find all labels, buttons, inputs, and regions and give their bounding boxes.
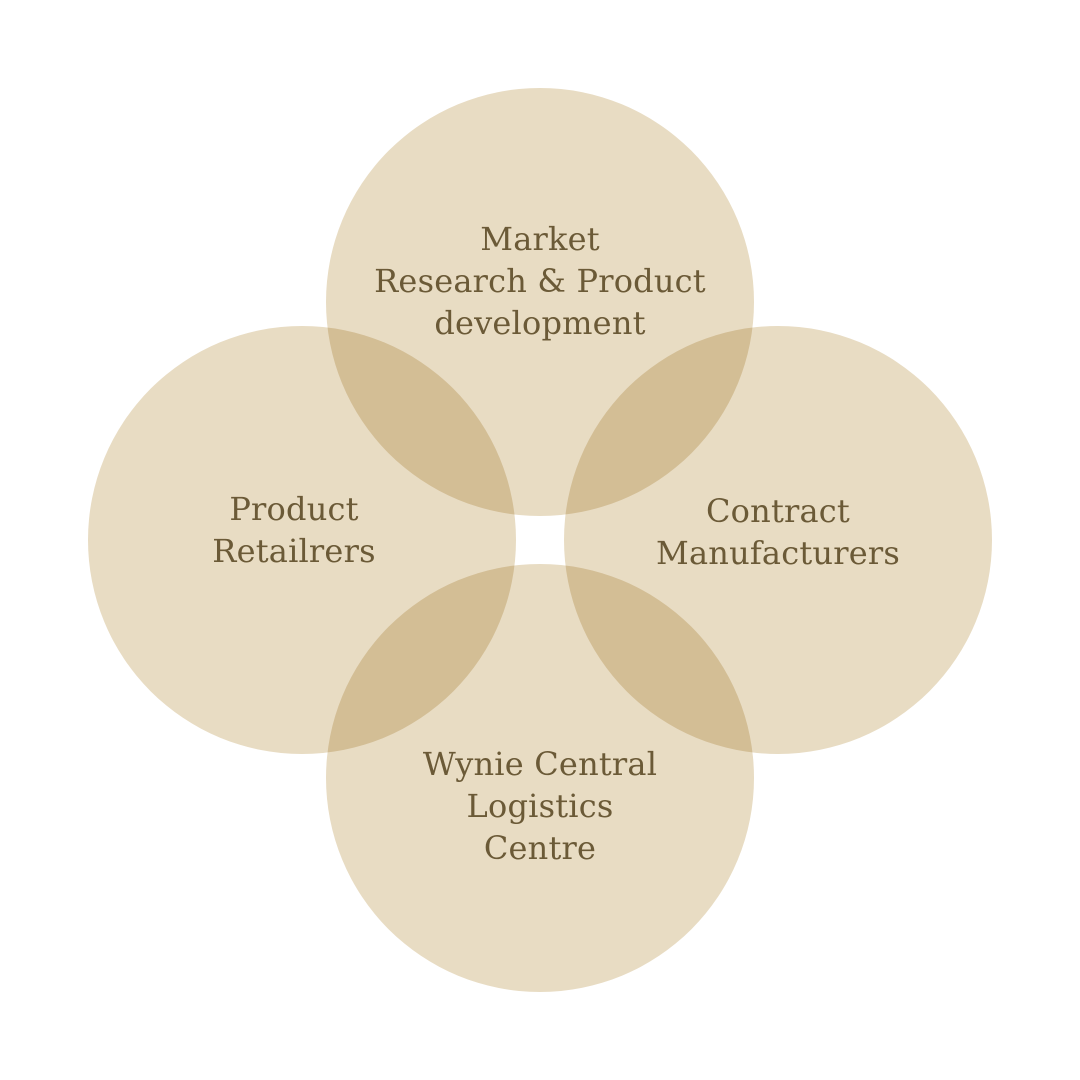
label-line: Manufacturers bbox=[656, 534, 900, 572]
label-line: Research & Product bbox=[374, 262, 706, 300]
label-line: Centre bbox=[483, 829, 597, 867]
label-line: Retailrers bbox=[212, 532, 376, 570]
label-line: Logistics bbox=[466, 787, 614, 825]
label-market-research: Market Research & Product development bbox=[350, 218, 730, 344]
label-line: Wynie Central bbox=[422, 745, 658, 783]
label-line: Market bbox=[480, 220, 600, 258]
label-logistics-centre: Wynie Central Logistics Centre bbox=[350, 743, 730, 869]
circle-logistics-centre bbox=[326, 564, 754, 992]
label-line: development bbox=[434, 304, 646, 342]
label-line: Contract bbox=[706, 492, 850, 530]
label-contract-manufacturers: Contract Manufacturers bbox=[588, 490, 968, 574]
label-line: Product bbox=[229, 490, 359, 528]
label-product-retailers: Product Retailrers bbox=[104, 488, 484, 572]
